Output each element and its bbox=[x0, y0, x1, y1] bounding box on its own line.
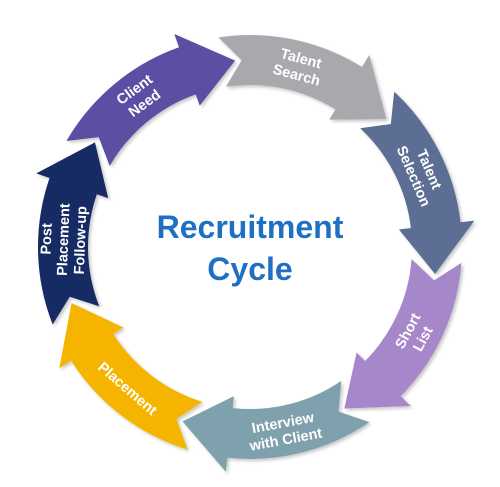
cycle-arrow-placement bbox=[59, 303, 203, 450]
cycle-arrow-interview-client bbox=[182, 380, 370, 472]
step-label-line: Post bbox=[39, 223, 56, 255]
center-title: Recruitment Cycle bbox=[157, 209, 344, 287]
step-label-line: Placement bbox=[55, 203, 74, 276]
center-title-line-1: Recruitment bbox=[157, 209, 344, 245]
cycle-arrow-talent-selection bbox=[360, 91, 475, 274]
cycle-arrow-client-need bbox=[66, 34, 236, 167]
step-label-post-placement: PostPlacementFollow-up bbox=[38, 202, 91, 277]
step-label-line: Follow-up bbox=[72, 206, 91, 275]
cycle-arrow-short-list bbox=[344, 259, 462, 409]
cycle-arrow-talent-search bbox=[218, 35, 387, 120]
center-title-line-2: Cycle bbox=[207, 251, 292, 287]
cycle-arrow-post-placement bbox=[36, 142, 109, 325]
cycle-arrow-ring bbox=[36, 34, 475, 472]
